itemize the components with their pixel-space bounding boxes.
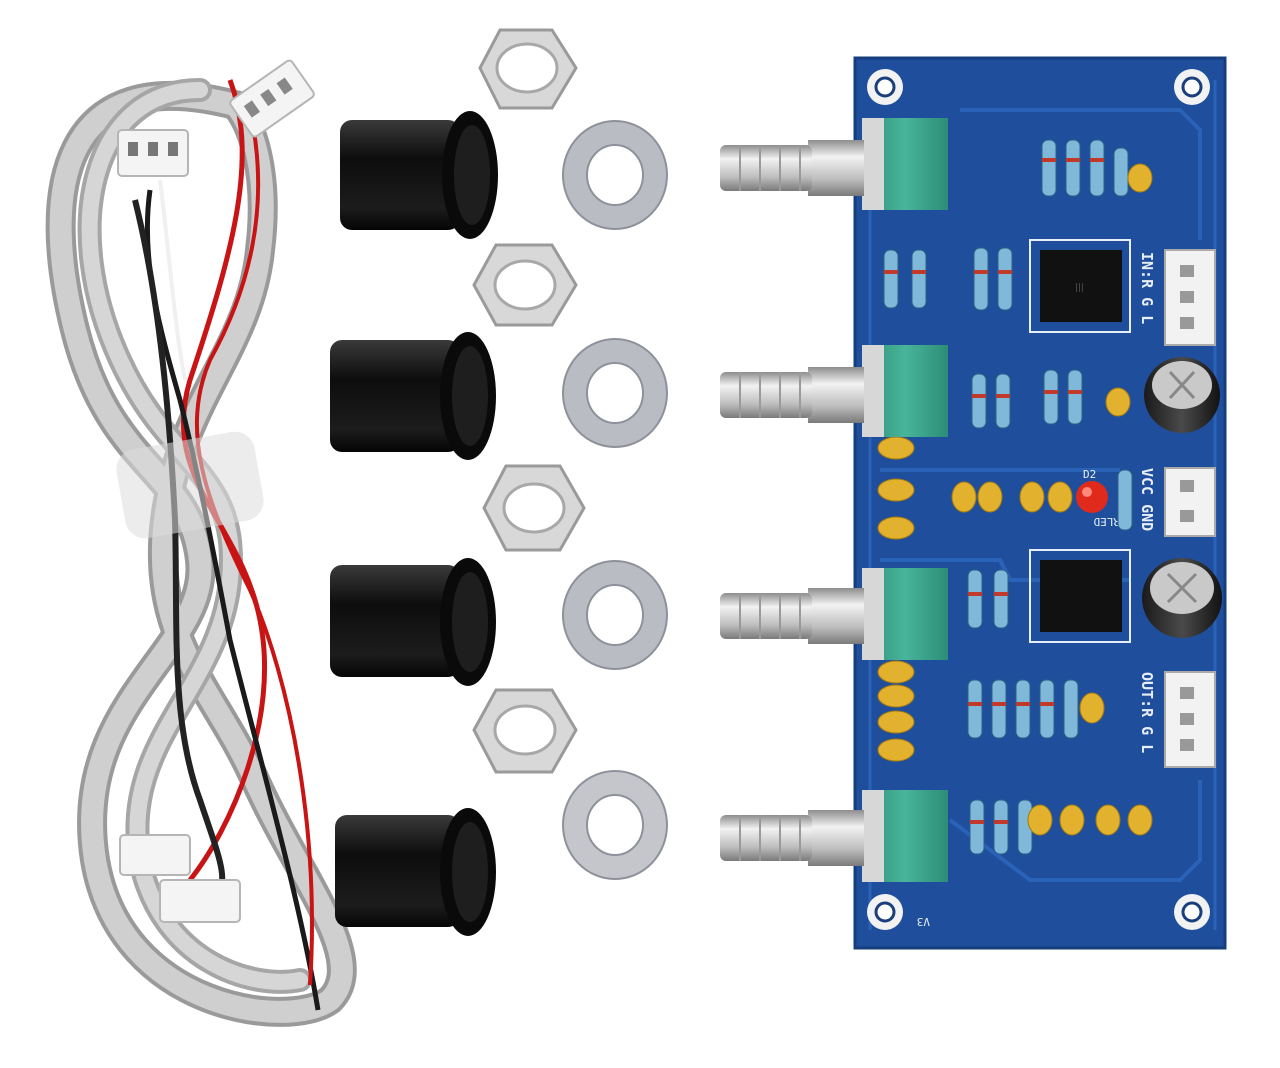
output-label: OUT:R G L	[1138, 672, 1156, 753]
cable-assembly	[45, 59, 357, 1027]
knob-4	[335, 808, 496, 936]
connector-bottom	[119, 834, 241, 923]
input-connector	[1164, 249, 1216, 346]
mount-hole-top-right	[1174, 69, 1210, 105]
op-amp-ic-2	[1029, 549, 1131, 643]
op-amp-ic-1: |||	[1029, 239, 1131, 333]
resistor-array	[883, 139, 1133, 855]
potentiometer-4	[862, 790, 948, 882]
washer-4	[562, 770, 668, 880]
knob-2	[330, 332, 496, 460]
hex-nut-2	[472, 243, 578, 327]
power-connector	[1164, 467, 1216, 537]
electrolytic-capacitor-1	[1144, 357, 1220, 433]
shaft-1	[720, 140, 864, 196]
led-name-label: RLED	[1094, 515, 1121, 528]
power-label: VCC GND	[1138, 468, 1156, 531]
hex-nut-1	[478, 28, 578, 110]
mount-hole-top-left	[867, 69, 903, 105]
hex-nut-4	[472, 688, 578, 774]
knob-3	[330, 558, 496, 686]
washer-1	[562, 120, 668, 230]
red-led	[1076, 481, 1108, 513]
pcb-board: IN:R G L VCC GND OUT:R G L D2 RLED V3 ||…	[853, 56, 1227, 950]
resistor-bands	[884, 158, 1104, 824]
washer-3	[562, 560, 668, 670]
potentiometer-3	[862, 568, 948, 660]
svg-text:|||: |||	[1075, 283, 1084, 293]
potentiometer-2	[862, 345, 948, 437]
ceramic-capacitors	[877, 163, 1153, 836]
electrolytic-capacitor-2	[1142, 558, 1222, 638]
version-label: V3	[917, 915, 930, 928]
mount-hole-bottom-left	[867, 894, 903, 930]
led-designator: D2	[1083, 468, 1096, 481]
output-connector	[1164, 671, 1216, 768]
connector-top-left	[117, 129, 189, 177]
shaft-2	[720, 367, 864, 423]
shaft-4	[720, 810, 864, 866]
mount-hole-bottom-right	[1174, 894, 1210, 930]
input-label: IN:R G L	[1138, 252, 1156, 324]
knob-1	[340, 111, 498, 239]
hex-nut-3	[482, 464, 586, 552]
washer-2	[562, 338, 668, 448]
potentiometer-1	[862, 118, 948, 210]
connector-top-right	[229, 59, 315, 138]
shaft-3	[720, 588, 864, 644]
